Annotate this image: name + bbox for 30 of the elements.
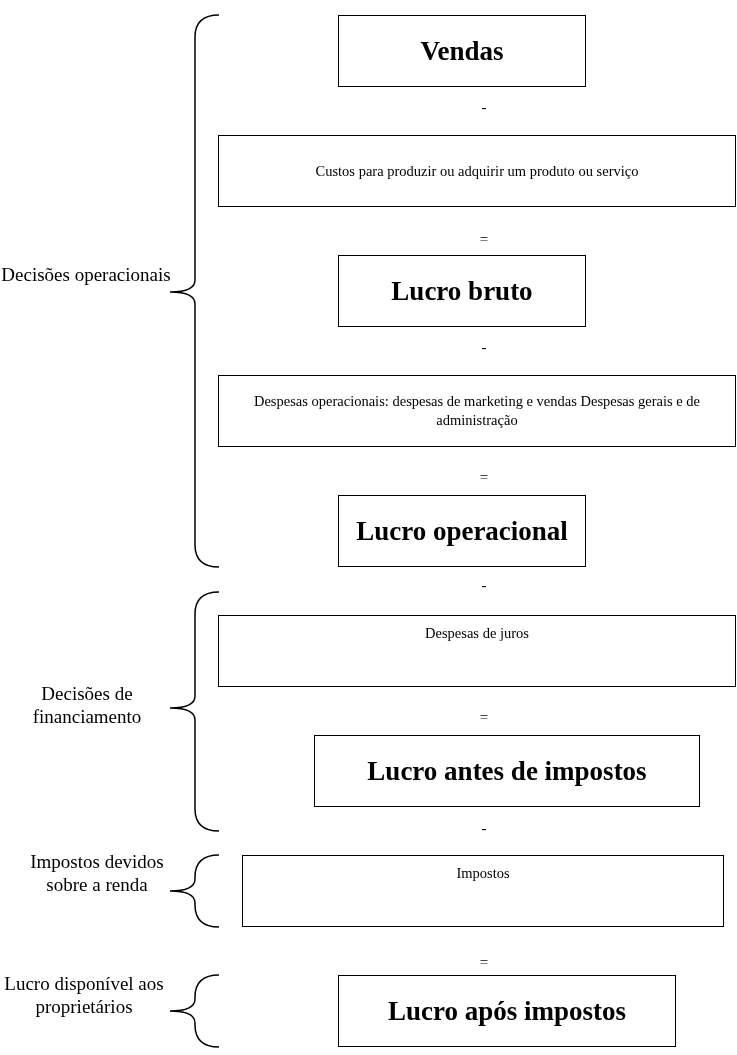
operator-sign: = (478, 470, 490, 485)
result-box (338, 15, 586, 87)
result-title: Lucro antes de impostos (367, 755, 647, 787)
bracket-label: Lucro disponível aos proprietários (4, 972, 164, 1018)
expense-box (218, 615, 736, 687)
result-box (338, 975, 676, 1047)
result-box (338, 495, 586, 567)
expense-box (218, 135, 736, 207)
result-title: Vendas (420, 35, 504, 67)
operator-sign: - (480, 340, 488, 355)
expense-box (242, 855, 724, 927)
result-title: Lucro bruto (391, 275, 533, 307)
result-title: Lucro após impostos (387, 995, 626, 1027)
result-box (314, 735, 700, 807)
operator-sign: = (478, 710, 490, 725)
operator-sign: - (480, 821, 488, 836)
bracket-label: Decisões de financiamento (31, 682, 143, 728)
expense-text: Despesas de juros (425, 624, 529, 643)
result-box (338, 255, 586, 327)
bracket-label: Decisões operacionais (0, 263, 172, 286)
operator-sign: = (478, 955, 490, 970)
operator-sign: = (478, 232, 490, 247)
operator-sign: - (480, 100, 488, 115)
bracket-label: Impostos devidos sobre a renda (29, 850, 165, 896)
result-title: Lucro operacional (356, 515, 568, 547)
expense-text: Impostos (456, 864, 510, 883)
expense-text: Despesas operacionais: despesas de marketing e vendas Despesas gerais e de administração (252, 392, 702, 430)
operator-sign: - (480, 578, 488, 593)
expense-text: Custos para produzir ou adquirir um produto ou serviço (315, 161, 639, 181)
expense-box (218, 375, 736, 447)
